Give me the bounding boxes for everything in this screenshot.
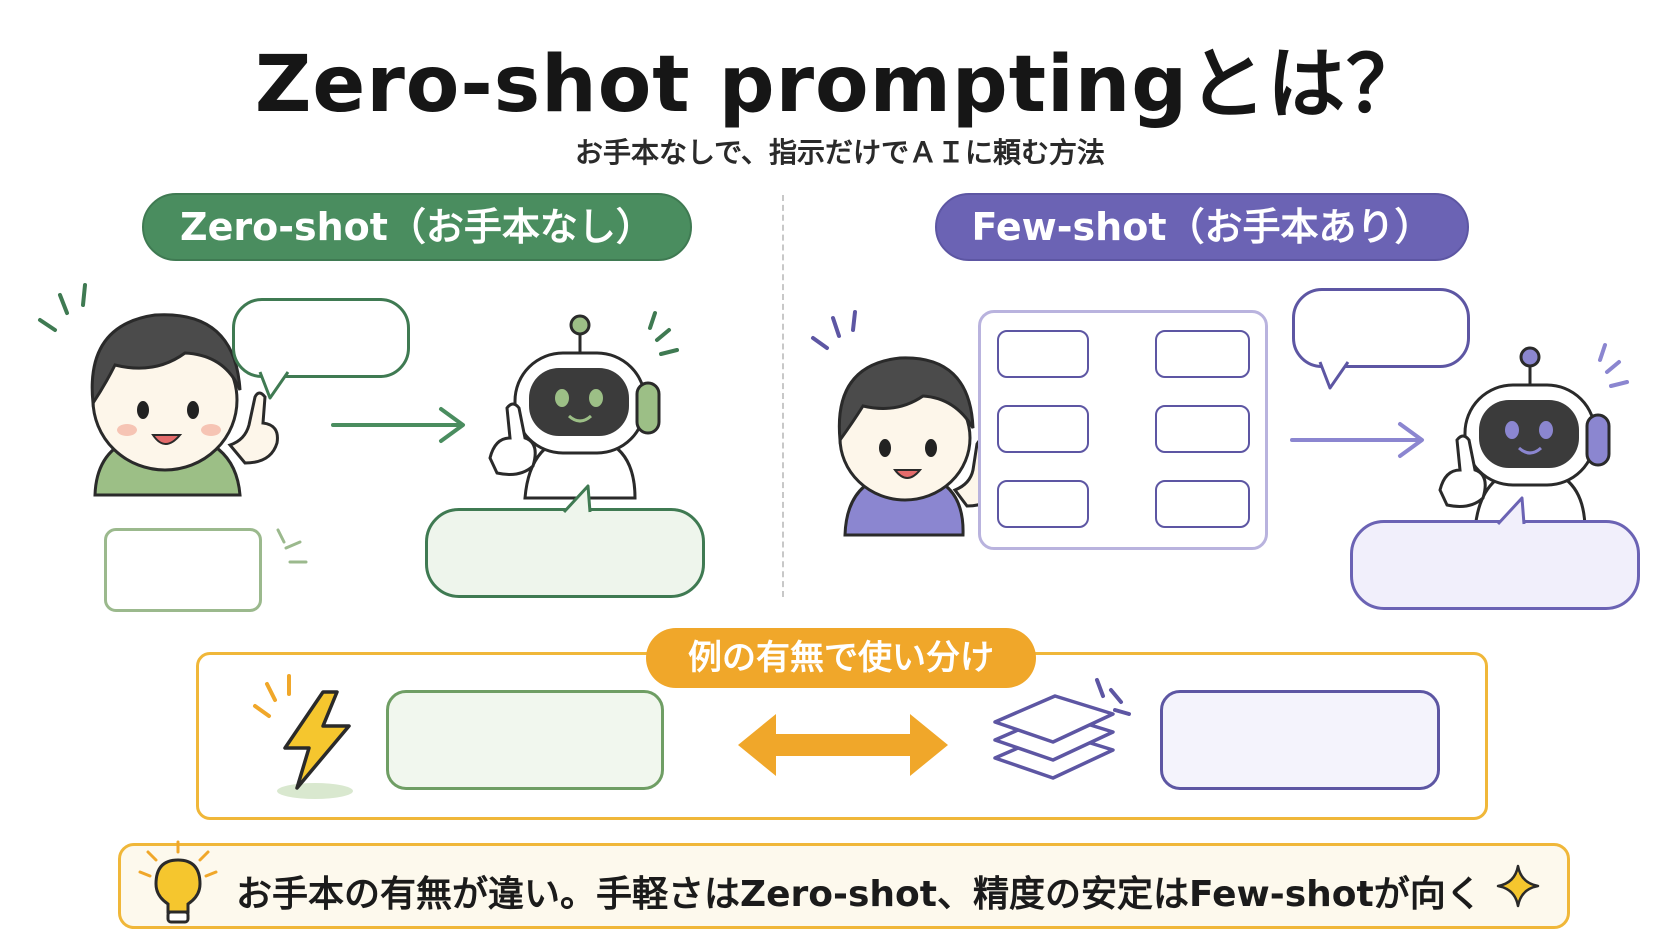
few-shot-arrow-icon	[1290, 422, 1424, 458]
lightning-icon	[253, 674, 353, 799]
few-shot-prompt-bubble-tail	[1318, 361, 1350, 390]
prompt-bubble	[232, 298, 410, 378]
few-shot-usage-card	[1160, 690, 1440, 790]
few-shot-prompt-bubble	[1292, 288, 1470, 368]
summary-text: お手本の有無が違い。手軽さはZero-shot、精度の安定はFew-shotが向…	[236, 874, 1482, 915]
person-icon	[38, 283, 279, 497]
zero-shot-label: Zero-shot（お手本なし）	[142, 193, 692, 261]
zero-shot-usage-card	[386, 690, 664, 790]
few-shot-label: Few-shot（お手本あり）	[935, 193, 1469, 261]
few-shot-response-bubble	[1350, 520, 1640, 610]
page-title: Zero-shot promptingとは？	[254, 40, 1426, 130]
summary-bar	[118, 843, 1570, 929]
usage-label: 例の有無で使い分け	[646, 628, 1036, 688]
double-arrow-icon	[738, 714, 948, 776]
zero-shot-input-card	[104, 528, 262, 612]
person-icon	[811, 310, 1000, 537]
example-output-2	[1155, 405, 1250, 453]
zero-shot-arrow-icon	[331, 407, 465, 443]
page-subtitle: お手本なしで、指示だけでＡＩに頼む方法	[574, 136, 1106, 169]
prompt-bubble-tail	[258, 371, 290, 400]
robot-icon	[488, 311, 679, 500]
response-bubble-tail	[562, 484, 592, 514]
example-input-1	[997, 330, 1089, 378]
stack-icon	[993, 678, 1131, 780]
example-output-1	[1155, 330, 1250, 378]
example-input-3	[997, 480, 1089, 528]
zero-shot-response-bubble	[425, 508, 705, 598]
lightbulb-icon	[138, 840, 218, 924]
few-shot-response-bubble-tail	[1496, 496, 1526, 526]
input-card-spark-icon	[276, 528, 308, 564]
robot-icon	[1438, 343, 1629, 532]
example-input-2	[997, 405, 1089, 453]
example-output-3	[1155, 480, 1250, 528]
sparkle-icon	[1496, 864, 1540, 908]
section-divider	[782, 195, 784, 597]
